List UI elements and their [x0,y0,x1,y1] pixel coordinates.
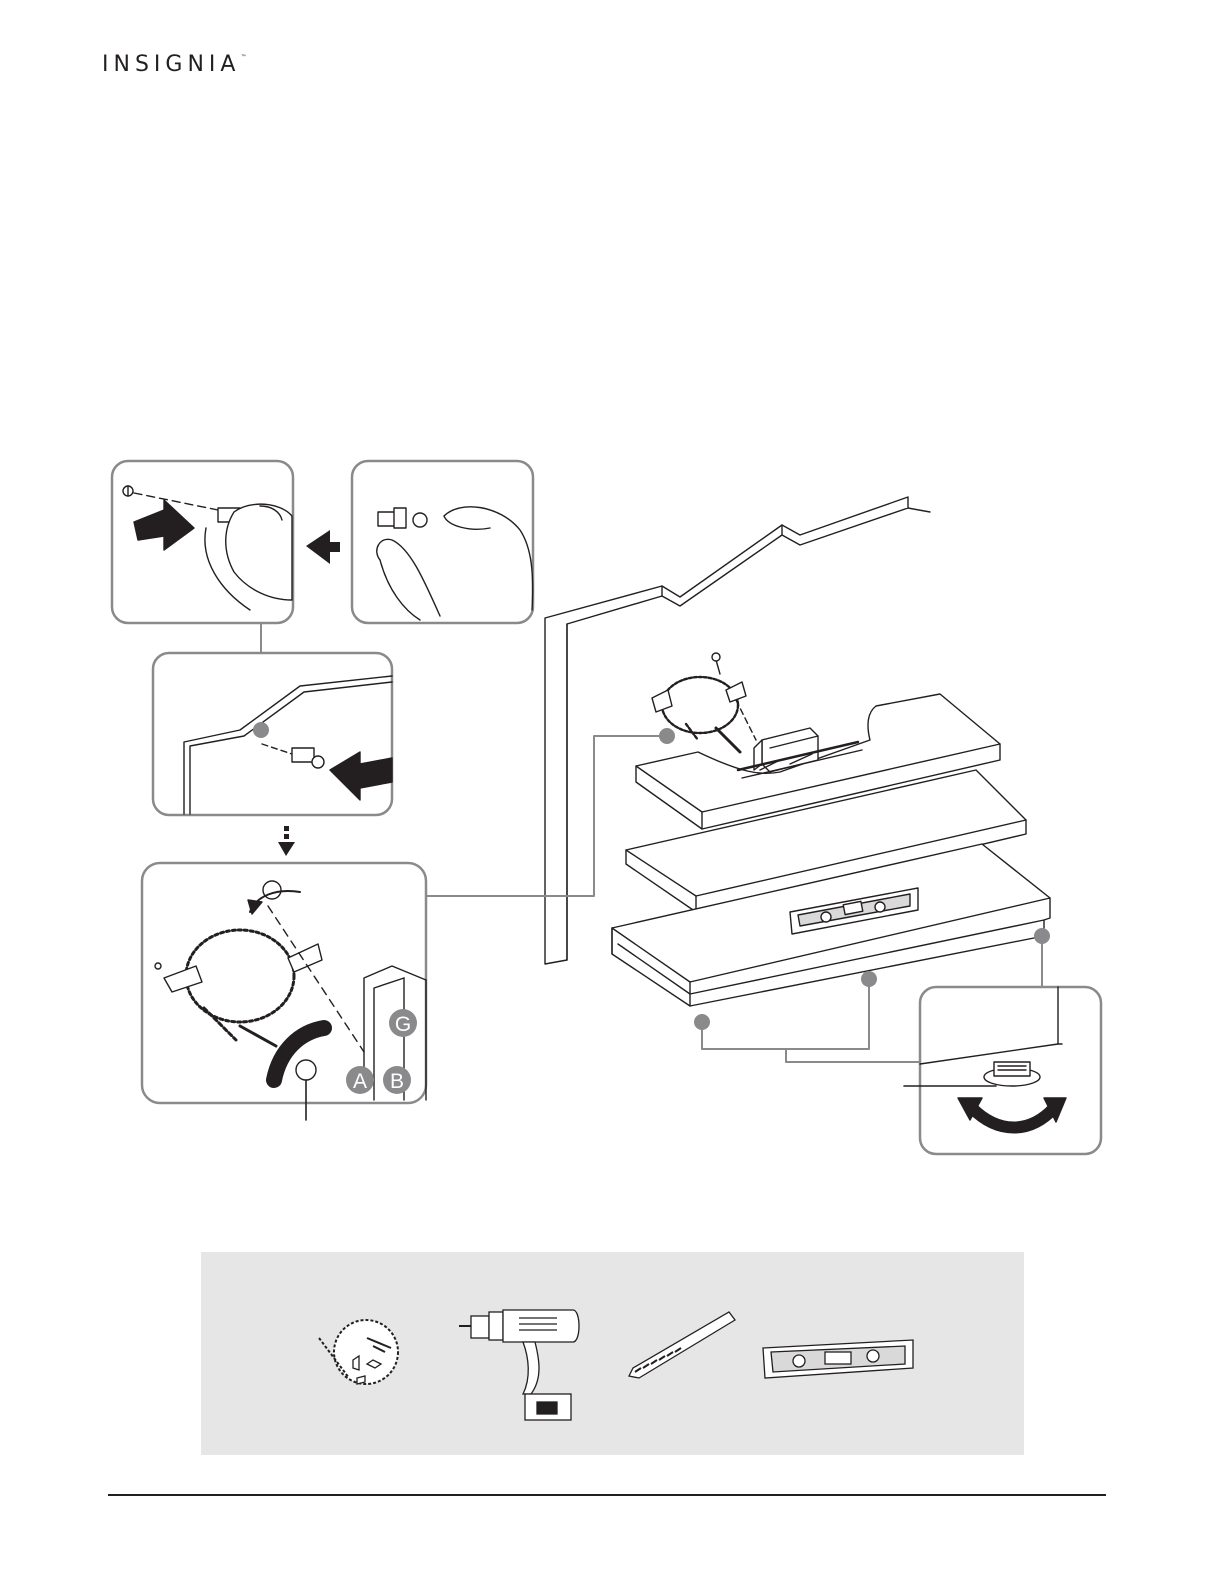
callout-strap-assembly [142,863,426,1103]
svg-text:B: B [390,1070,404,1093]
drill-bit-icon [625,1310,737,1382]
footer-rule [108,1494,1106,1496]
callout-hold-anchor [352,461,533,623]
badge-g: G [389,1009,417,1037]
svg-text:G: G [395,1013,411,1036]
callout-leveler-foot [920,987,1101,1154]
leveler-dot [861,971,877,987]
callout-anchor-in-wall [153,653,392,815]
leveler-dot [1034,928,1050,944]
svg-text:A: A [353,1070,367,1093]
callout-dot [253,722,269,738]
callout-insert-anchor [112,461,293,623]
badge-a: A [346,1066,374,1094]
wall-anchor-kit-icon [313,1308,403,1398]
dashed-down-arrow [278,826,295,856]
badge-b: B [383,1066,411,1094]
leveler-dot [694,1014,710,1030]
power-drill-icon [457,1308,587,1424]
tools-needed-panel [201,1252,1024,1455]
callout-dot [659,728,675,744]
spirit-level-icon [761,1338,917,1384]
arrow-between-callouts [306,530,340,564]
